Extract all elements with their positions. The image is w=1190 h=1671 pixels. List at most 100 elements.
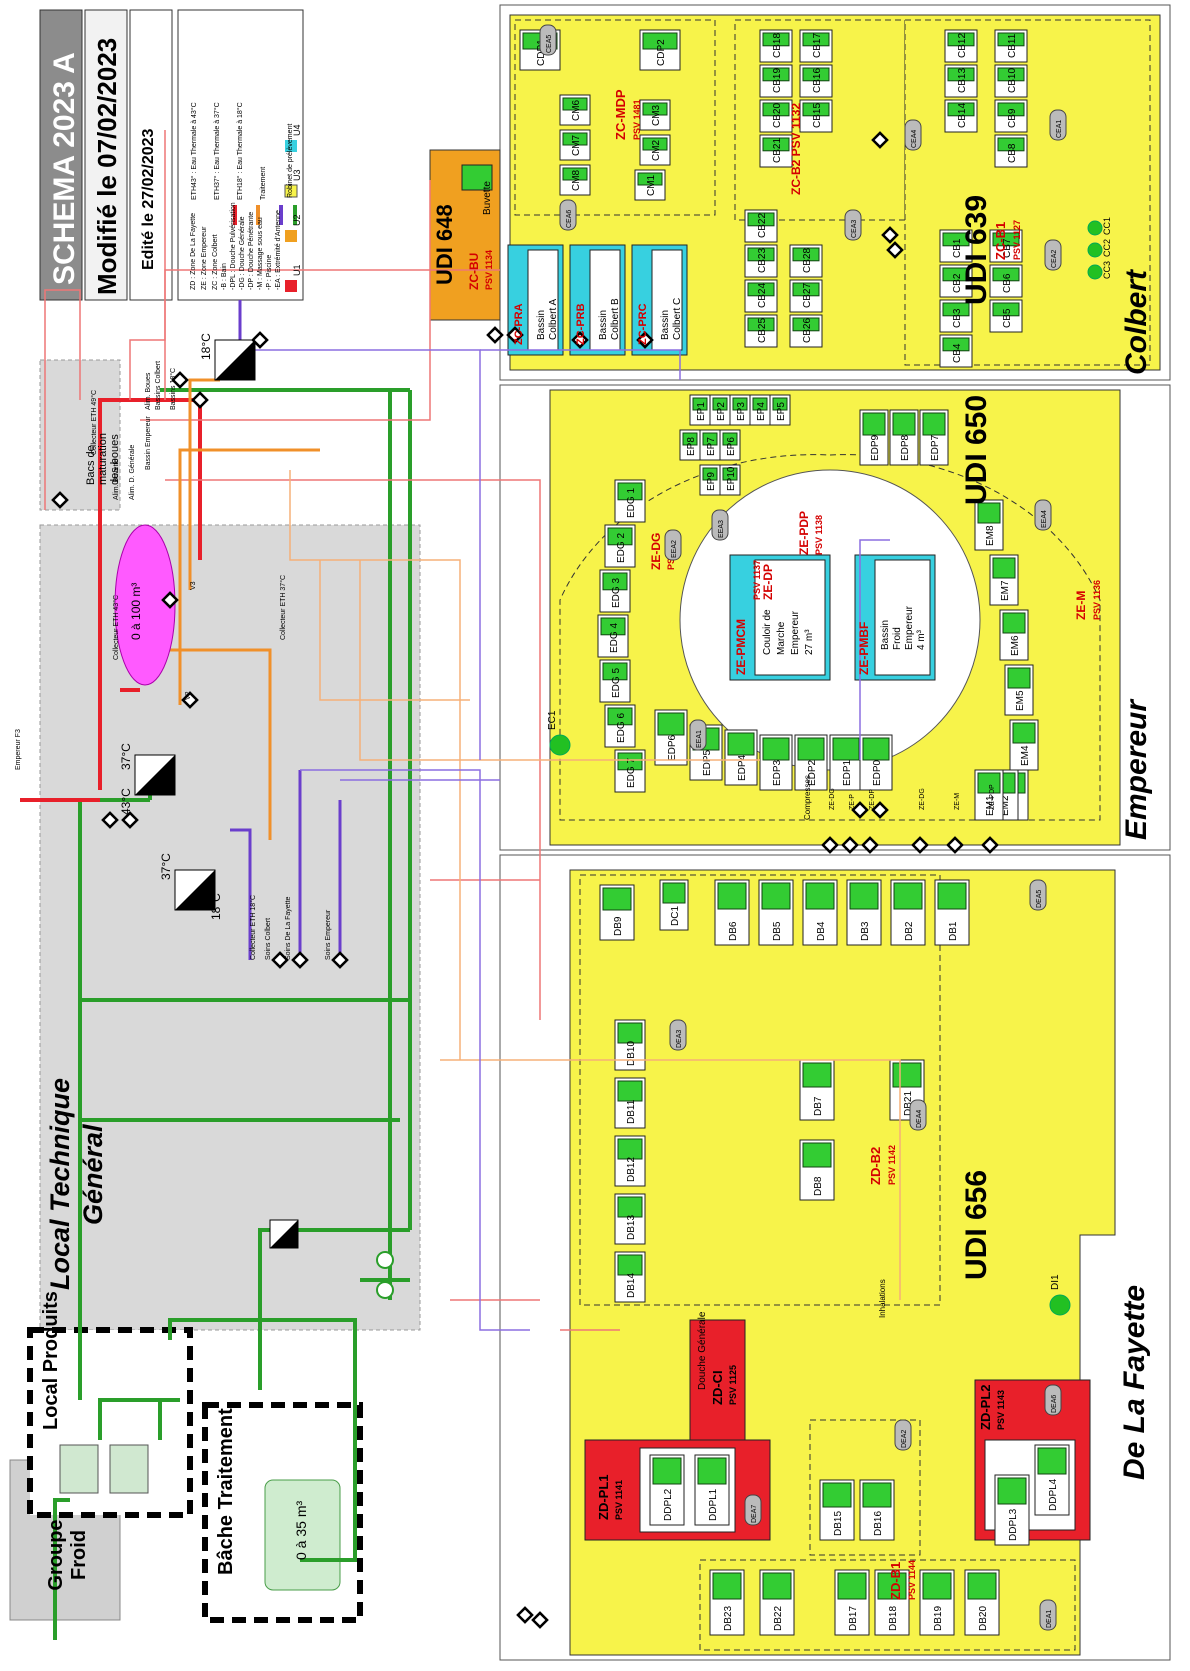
cabin-label: CDP2 [656, 39, 667, 66]
pool-name: Colbert B [610, 298, 621, 340]
empereur-cabin: EDG 5 [599, 659, 631, 703]
lafayette-cabin: DB1 [934, 879, 970, 946]
empereur-cabin: EM4 [1009, 719, 1039, 771]
tap-zone-label: ZE-PDP [989, 784, 996, 810]
technique-label: Collecteur ETH 43°C [112, 595, 120, 660]
cabin-label: DB3 [860, 921, 871, 941]
cabin-label: CB18 [772, 33, 783, 58]
exchanger-treatment [269, 1219, 299, 1249]
cabin-label: DB22 [773, 1606, 784, 1631]
pmbf-text: 4 m³ [916, 629, 927, 650]
empereur-cabin: EM1 [974, 769, 1004, 821]
temp-37a: 37°C [119, 743, 133, 770]
colbert-antenna: CEA1 [1049, 109, 1067, 141]
cabin-label: CM1 [646, 174, 657, 196]
legend-udi-label: U4 [292, 124, 302, 136]
cabin-label: CB28 [802, 248, 813, 273]
sampling-tap-icon [531, 1611, 549, 1629]
psv-1141: PSV 1141 [614, 1480, 624, 1520]
colbert-cabin: CB24 [744, 279, 778, 313]
colbert-pools [507, 244, 688, 356]
cabin-label: EP2 [716, 402, 727, 421]
colbert-cabin: CM2 [639, 134, 671, 166]
groupe-froid-label: Groupe Froid [45, 1519, 90, 1591]
cabin-label: CB12 [957, 33, 968, 58]
exchanger-18 [214, 339, 256, 381]
colbert-cabin: CDP2 [639, 29, 681, 71]
tank-volume: 0 à 100 m³ [129, 583, 143, 640]
pool-name: Colbert C [672, 298, 683, 340]
sampling-tap-icon [881, 226, 899, 244]
colbert-cabin: CB13 [944, 64, 978, 98]
sampling-tap-icon [871, 801, 889, 819]
empereur-cabin: EM8 [974, 499, 1004, 551]
lafayette-cabin: DB22 [759, 1569, 795, 1636]
cabin-label: EDP2 [807, 759, 818, 786]
lafayette-cabin: DB17 [834, 1569, 870, 1636]
sampling-tap-icon [841, 836, 859, 854]
zc-b2: ZC-B2 PSV 1132 [789, 103, 803, 195]
legend-line-label: ETH18° : Eau Thermale à 18°C [236, 102, 244, 200]
empereur-cabin: EDG 7 [614, 749, 646, 793]
cabin-label: CB16 [812, 68, 823, 93]
cabin-label: EM4 [1020, 745, 1031, 766]
cabin-label: CB1 [952, 238, 963, 258]
lafayette-cabin: DB13 [614, 1193, 646, 1245]
cabin-label: EP9 [706, 472, 717, 491]
lafayette-cabin: DB5 [758, 879, 794, 946]
temp-43: 43°C [119, 788, 133, 815]
cabin-label: EDG 5 [611, 668, 622, 698]
zd-pl2: ZD-PL2 [978, 1385, 993, 1431]
colbert-cabin: CB18 [759, 29, 793, 63]
cabin-label: CM3 [651, 104, 662, 126]
pipes-green-treatment [53, 388, 412, 1640]
psv-1125: PSV 1125 [728, 1365, 738, 1405]
bache-tank [264, 1479, 341, 1591]
empereur-cabin: EDG 4 [597, 614, 629, 658]
tap-zone-label: ZE-DG [829, 788, 836, 810]
legend-udi-label: U1 [292, 264, 302, 276]
modified-box [84, 9, 128, 301]
psv-1143: PSV 1143 [996, 1390, 1006, 1430]
exchanger-37a [134, 754, 176, 796]
cabin-label: DB18 [888, 1606, 899, 1631]
buvette-box [461, 164, 493, 191]
antenna-label: CEA1 [1056, 120, 1063, 138]
cabin-label: CB2 [952, 273, 963, 293]
empereur-cabin: EDP4 [724, 729, 758, 786]
cabin-label: EDG 1 [626, 488, 637, 518]
pmbf-text: Empereur [904, 605, 915, 650]
cabin-label: EDP4 [737, 754, 748, 781]
technique-label: Alim. D. Générale [129, 445, 136, 500]
cabin-label: EP4 [756, 402, 767, 421]
empereur-cabin: EP1 [689, 394, 711, 426]
boues-label: Bacs de maturation des boues [85, 433, 121, 485]
compresses-label: Compresses [803, 775, 812, 820]
colbert-cabin: CB5 [989, 299, 1023, 333]
empereur-cabin: EDP2 [794, 734, 828, 791]
cabin-label: CB25 [757, 318, 768, 343]
empereur-cabin: EDP3 [759, 734, 793, 791]
cabin-label: EP7 [706, 437, 717, 456]
colbert-title: Colbert [1120, 270, 1153, 375]
pmcm-text: Empereur [790, 610, 801, 655]
lafayette-cabin: DB10 [614, 1019, 646, 1071]
antenna-label: DEA7 [751, 1505, 758, 1523]
empereur-antenna: EEA4 [1034, 499, 1052, 531]
cabin-label: EP6 [726, 437, 737, 456]
legend-line-label: ETH43° : Eau Thermale à 43°C [190, 102, 198, 200]
cabin-label: CB21 [772, 138, 783, 163]
empereur-cabin: EP9 [699, 464, 721, 496]
colbert-cabin: CB22 [744, 209, 778, 243]
lafayette-title: De La Fayette [1118, 1284, 1151, 1480]
cabin-label: EM1 [985, 795, 996, 816]
lafayette-cabin: DB14 [614, 1251, 646, 1303]
technique-label: Alim. Buvette [113, 459, 120, 500]
tap-zone-label: ZE-DP [869, 789, 876, 810]
legend-zone: ZE : Zone Empereur [201, 226, 208, 290]
tap-zone-label: ZE-P [849, 794, 856, 810]
cabin-label: DB4 [816, 921, 827, 941]
di1-dot [1049, 1294, 1071, 1316]
